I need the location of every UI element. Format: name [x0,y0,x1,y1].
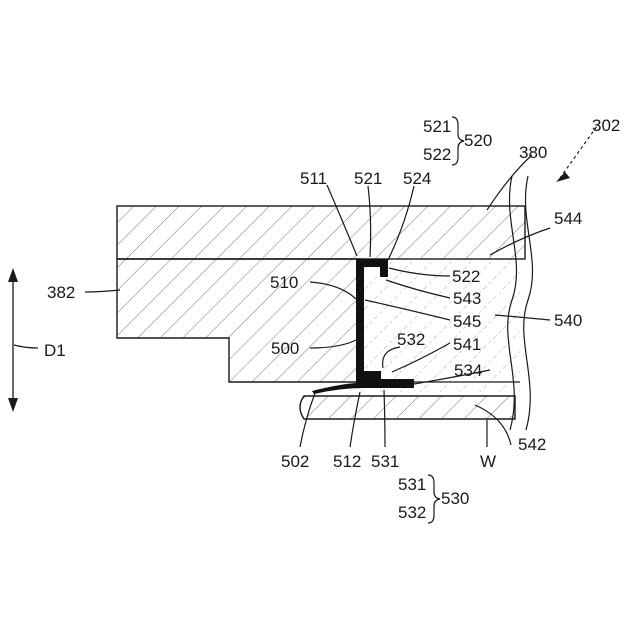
label-302: 302 [592,116,620,135]
label-543: 543 [453,289,481,308]
label-524: 524 [403,169,431,188]
label-522-legend: 522 [423,145,451,164]
top-plate [117,206,525,259]
label-531: 531 [371,452,399,471]
label-382: 382 [47,283,75,302]
label-522: 522 [452,267,480,286]
label-544: 544 [554,209,582,228]
label-521: 521 [354,169,382,188]
label-380: 380 [519,143,547,162]
brace-lower [428,475,440,523]
label-532-legend: 532 [398,503,426,522]
label-d1: D1 [44,341,66,360]
label-531-legend: 531 [398,475,426,494]
label-521-legend: 521 [423,117,451,136]
gap-region [360,259,520,392]
label-510: 510 [270,273,298,292]
label-502: 502 [281,452,309,471]
lower-block [117,259,360,382]
label-511: 511 [300,169,327,188]
label-w: W [480,452,496,471]
label-520: 520 [464,131,492,150]
label-540: 540 [554,311,582,330]
label-534: 534 [454,361,482,380]
label-541: 541 [453,335,481,354]
wafer [300,396,515,419]
label-512: 512 [333,452,361,471]
label-532: 532 [397,330,425,349]
label-500: 500 [271,339,299,358]
label-530: 530 [441,489,469,508]
brace-upper [452,117,464,165]
label-545: 545 [453,312,481,331]
direction-arrow [8,268,18,412]
label-542: 542 [518,435,546,454]
